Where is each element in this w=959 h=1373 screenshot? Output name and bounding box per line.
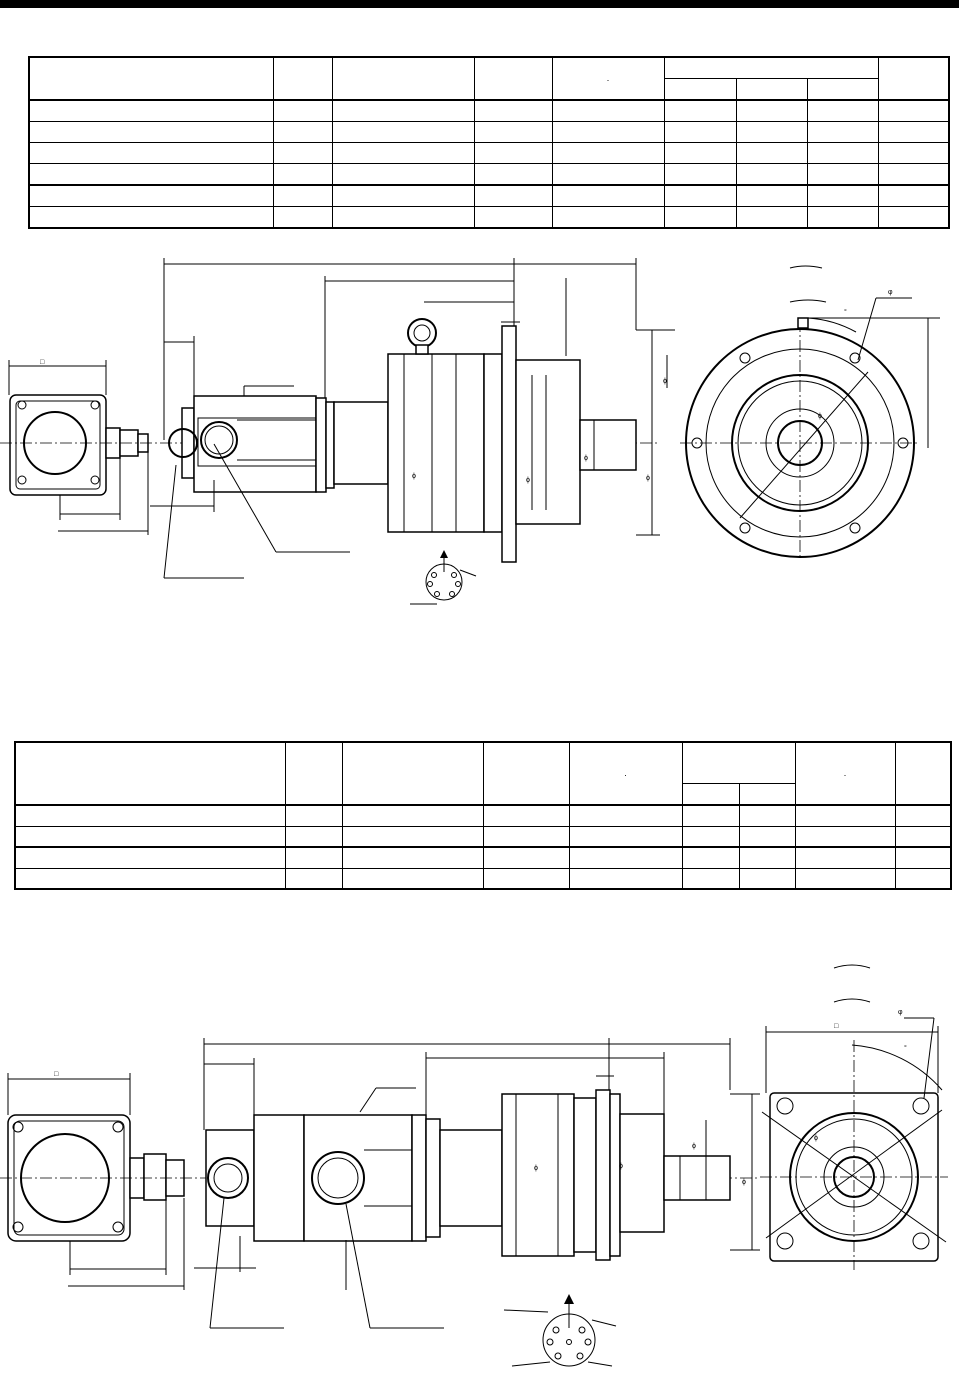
upper-rear-view: □: [8, 359, 149, 535]
decimal-dot: .: [624, 768, 627, 778]
degree-symbol: °: [904, 1044, 907, 1052]
decimal-dot: .: [843, 768, 847, 778]
square-symbol: □: [54, 1071, 59, 1078]
header-model: [14, 741, 286, 806]
phi-symbol: ϕ: [818, 413, 822, 420]
phi-symbol: ϕ: [526, 477, 530, 484]
header-col9: [877, 56, 950, 101]
lower-rear-view: □: [7, 1071, 185, 1290]
phi-italic-symbol: φ: [888, 289, 893, 296]
table-row: [28, 120, 950, 144]
phi-italic-symbol: φ: [898, 1009, 903, 1016]
upper-front-view: φ ° ϕ: [680, 265, 940, 560]
phi-symbol: ϕ: [663, 378, 667, 385]
upper-connector-pinout: [410, 550, 477, 605]
header-col3: [341, 741, 484, 806]
table-row: [28, 184, 950, 208]
lower-connector-pinout: [503, 1294, 617, 1367]
phi-symbol: ϕ: [534, 1165, 538, 1172]
lower-side-view: ϕ ϕ ϕ ϕ: [194, 1038, 760, 1329]
spec-table-upper: .: [28, 56, 951, 229]
phi-symbol: ϕ: [692, 1143, 696, 1150]
phi-symbol: ϕ: [814, 1135, 818, 1142]
degree-symbol: °: [844, 308, 847, 316]
decimal-dot: .: [606, 72, 610, 83]
table-row: [14, 804, 952, 827]
phi-symbol: ϕ: [646, 475, 650, 482]
spec-table-lower: . .: [14, 741, 952, 890]
phi-symbol: ϕ: [619, 1163, 623, 1170]
phi-symbol: ϕ: [412, 473, 416, 480]
phi-symbol: ϕ: [584, 455, 588, 462]
lower-front-view: □ φ ° ϕ: [760, 964, 948, 1270]
header-bar: [0, 0, 959, 8]
phi-symbol: ϕ: [742, 1179, 746, 1186]
header-col8: .: [794, 741, 896, 806]
header-col9: [894, 741, 952, 806]
square-symbol: □: [40, 359, 45, 366]
square-symbol: □: [834, 1023, 839, 1030]
table-row: [28, 206, 950, 229]
header-model: [28, 56, 274, 101]
upper-side-view: ϕ ϕ ϕ ϕ ϕ: [150, 258, 675, 579]
header-col5: .: [551, 56, 665, 101]
table-row: [28, 163, 950, 186]
header-col2: [272, 56, 333, 101]
table-row: [14, 867, 952, 890]
